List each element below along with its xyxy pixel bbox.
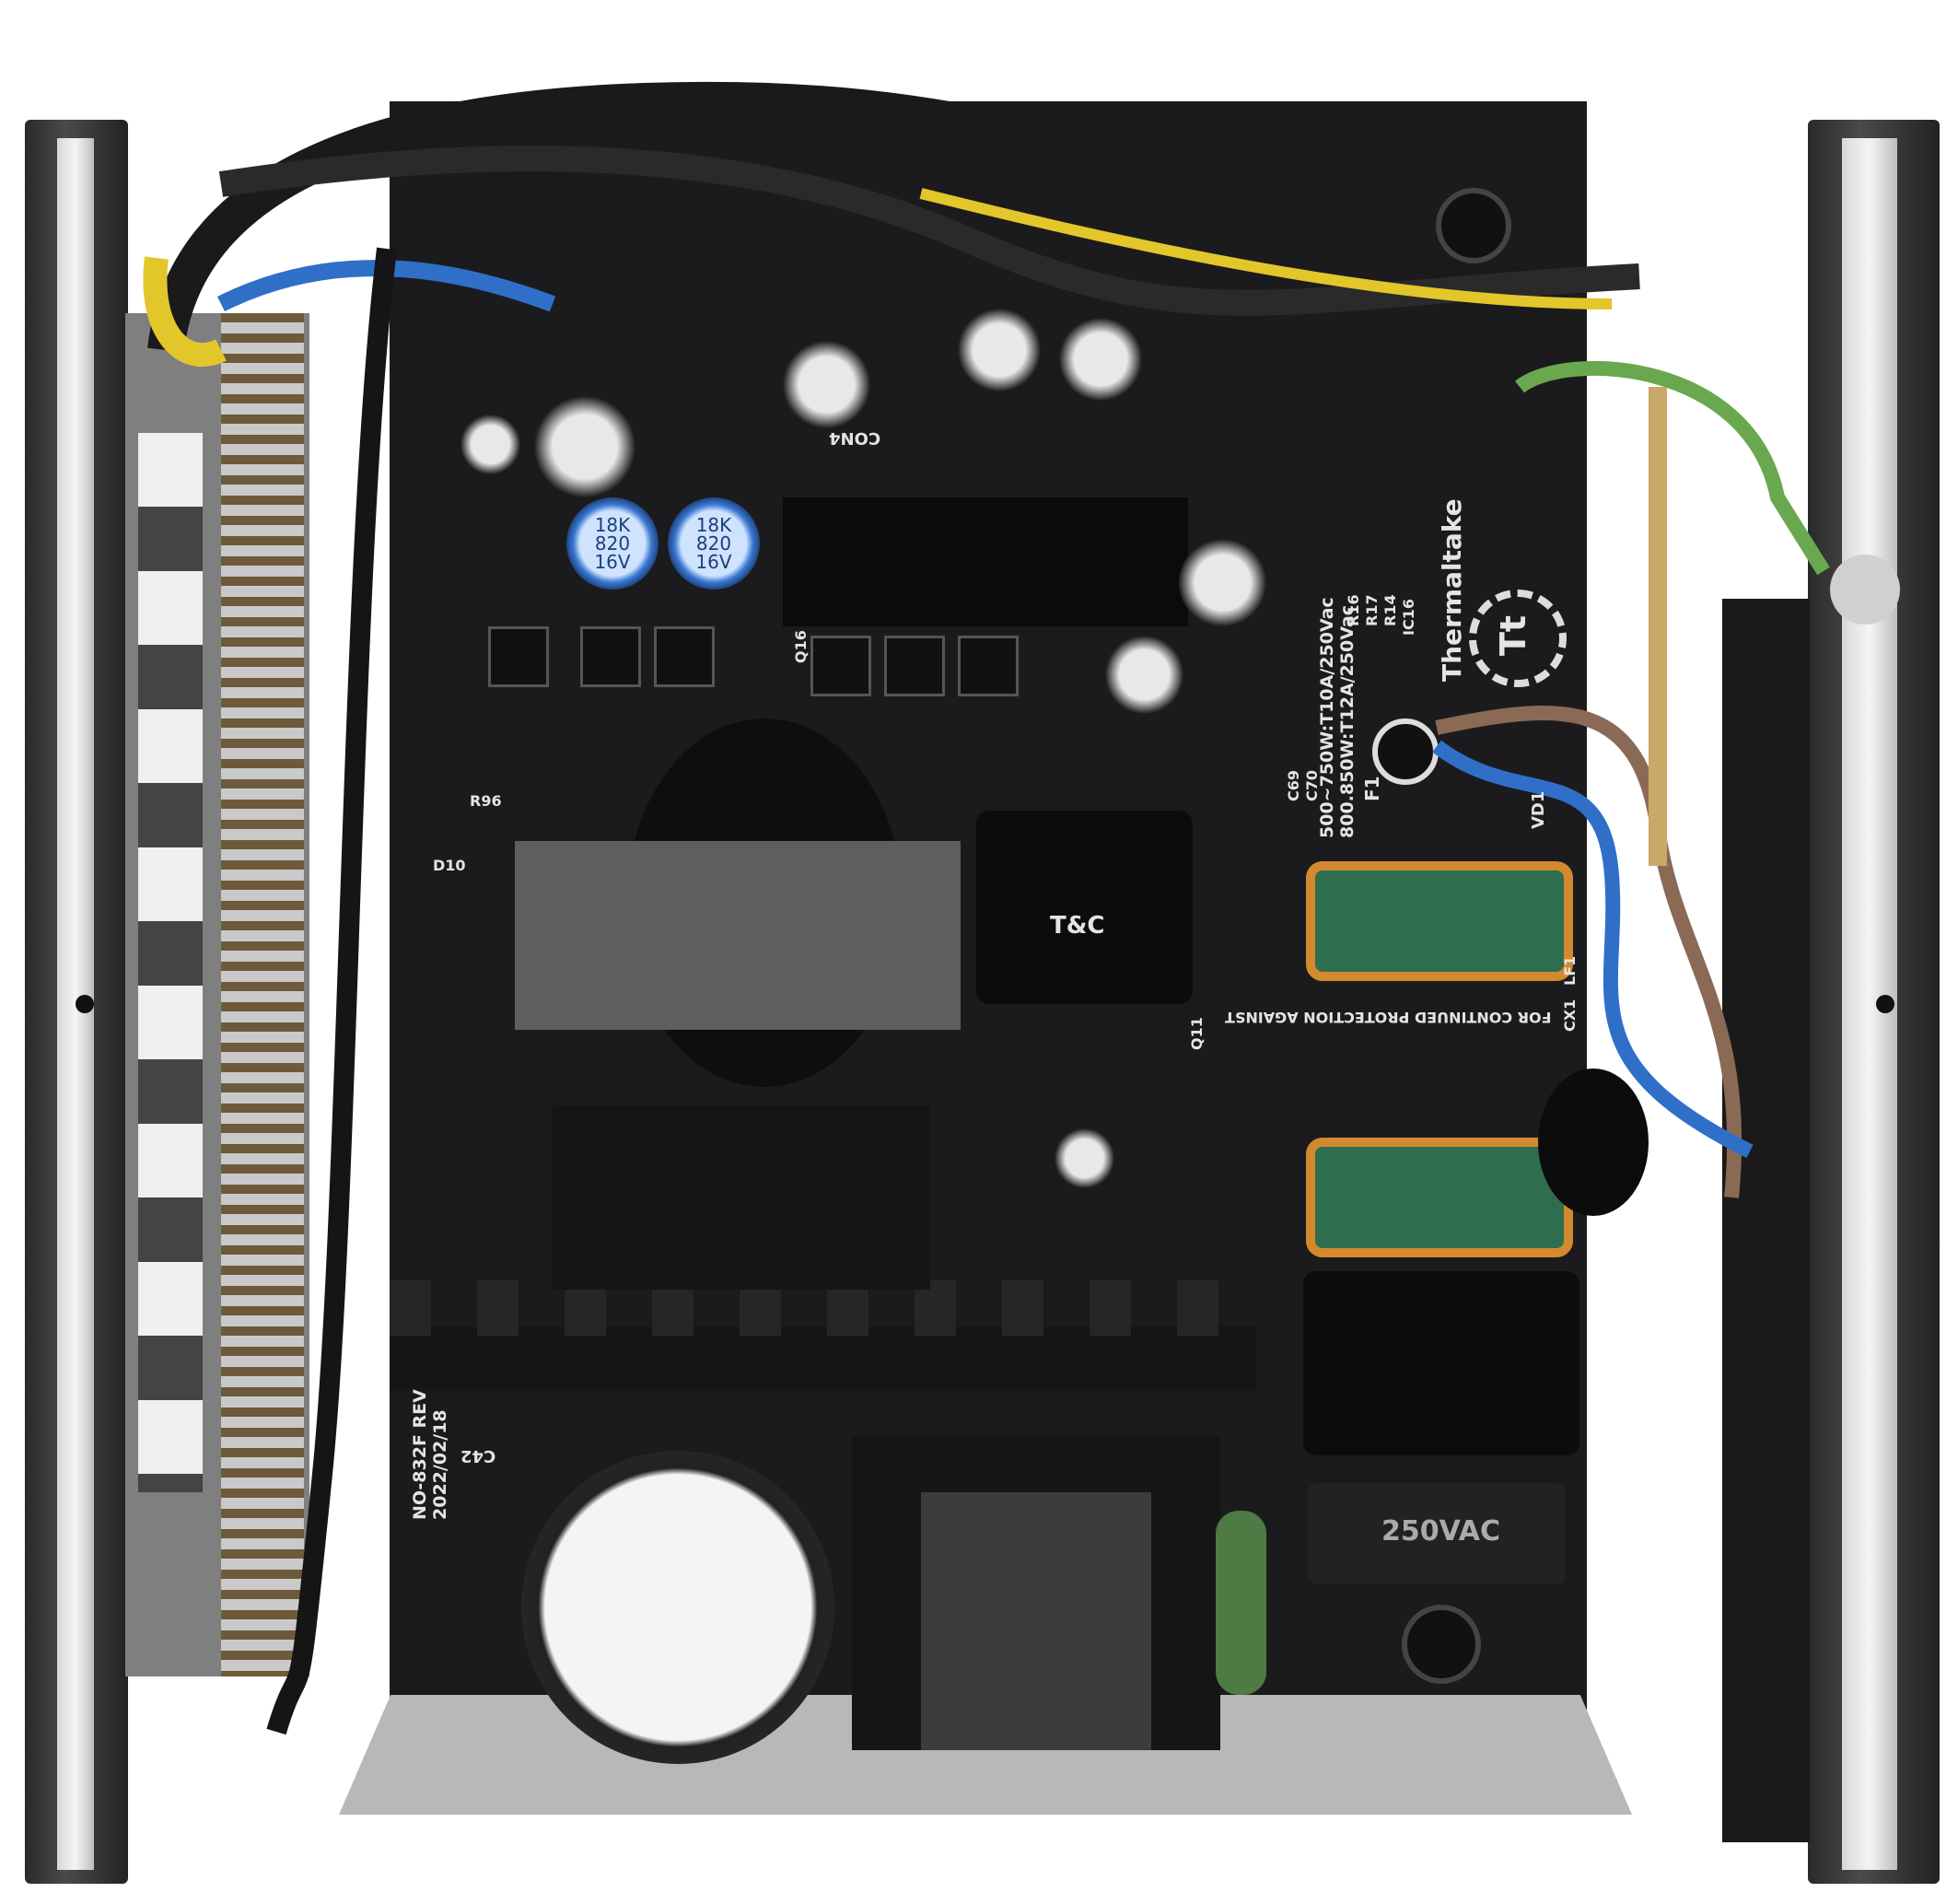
cap-value: 820	[594, 532, 631, 555]
ac-inlet-board	[1649, 387, 1667, 866]
cap-voltage: 16V	[594, 551, 631, 573]
bulk-capacitor	[521, 1451, 834, 1764]
yellow-wire	[919, 188, 1613, 310]
yellow-wire	[143, 256, 227, 367]
chassis-hole	[76, 995, 94, 1013]
output-sockets	[138, 433, 203, 1492]
mounting-screw	[1436, 188, 1511, 263]
capacitor	[1179, 539, 1266, 626]
mosfet	[488, 626, 549, 687]
emi-coil-1	[1306, 861, 1573, 981]
capacitor	[783, 341, 870, 428]
mosfet	[580, 626, 641, 687]
ref-d10: D10	[433, 857, 466, 874]
cap-value: 820	[695, 532, 732, 555]
connector-pins	[221, 313, 304, 1676]
cable	[266, 247, 397, 1735]
blue-wire	[216, 260, 556, 312]
mosfet	[810, 636, 871, 696]
thermaltake-logo: Tt	[1469, 590, 1567, 687]
cap-voltage: 16V	[695, 551, 732, 573]
heatsink-fins	[390, 1280, 1255, 1336]
secondary-chokes	[553, 1105, 930, 1290]
thermistor	[1216, 1511, 1266, 1695]
capacitor	[1105, 636, 1183, 714]
ref-r96: R96	[470, 792, 502, 810]
transformer-tape	[515, 841, 961, 1030]
mosfet	[654, 626, 715, 687]
top-heatsink	[783, 497, 1188, 626]
mosfet	[884, 636, 945, 696]
capacitor-820uf: 18K 820 16V	[566, 497, 658, 590]
capacitor-820uf: 18K 820 16V	[668, 497, 760, 590]
capacitor	[1055, 1128, 1114, 1188]
cap-series: 18K	[594, 514, 631, 536]
chassis-vents	[1722, 599, 1810, 1842]
ground-wire	[1515, 361, 1830, 576]
varistor-ref: VD1	[1529, 790, 1548, 829]
capacitor	[534, 396, 635, 497]
warning-silkscreen: FOR CONTINUED PROTECTION AGAINST	[1225, 1009, 1552, 1026]
transformer-tape-bottom	[921, 1492, 1151, 1750]
ground-screw	[1830, 555, 1900, 625]
chassis-hole	[1876, 995, 1894, 1013]
cable-bundle	[147, 81, 1572, 353]
cap-series: 18K	[695, 514, 732, 536]
capacitor	[958, 309, 1041, 391]
pfc-choke: T&C	[976, 811, 1193, 1004]
blue-wire	[1432, 740, 1754, 1159]
common-mode-choke	[1303, 1271, 1579, 1455]
cable	[218, 146, 1640, 316]
mounting-screw	[1402, 1605, 1481, 1684]
emi-coil-2	[1306, 1138, 1573, 1257]
mosfet	[958, 636, 1019, 696]
capacitor	[1059, 318, 1142, 401]
x-capacitor: 250VAC	[1308, 1483, 1566, 1584]
ferrite-bead	[1538, 1069, 1649, 1216]
capacitor	[460, 415, 520, 474]
bottom-heatsink	[390, 1326, 1255, 1391]
